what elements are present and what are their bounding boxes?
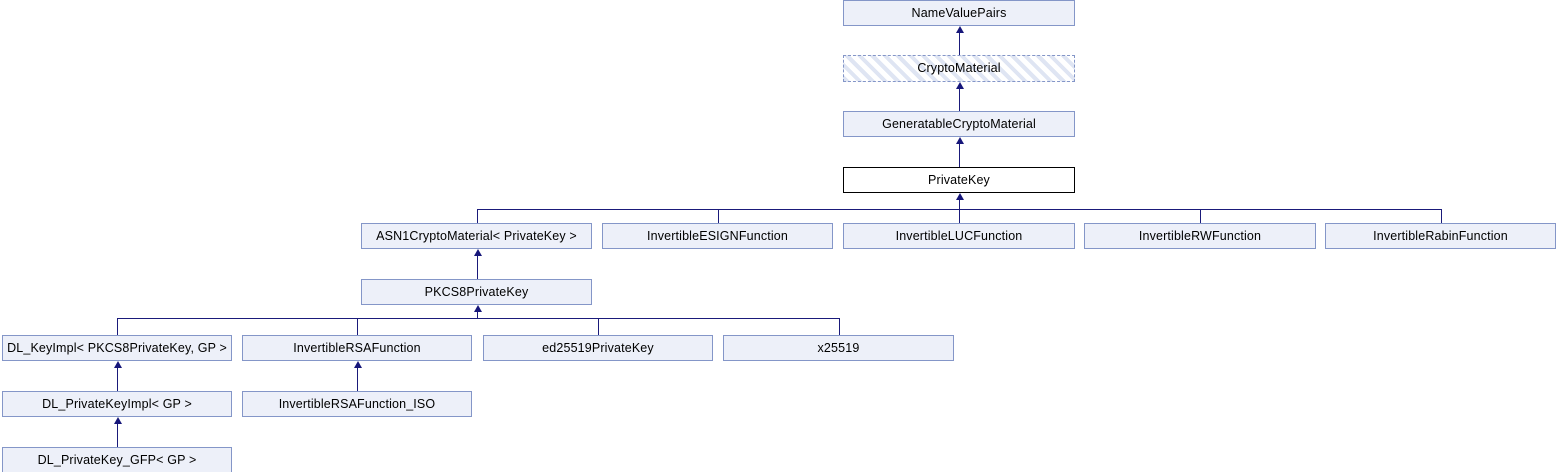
class-node-x25519[interactable]: x25519 xyxy=(723,335,954,361)
bus-pkcs8privatekey-stem xyxy=(477,312,478,318)
class-node-label: CryptoMaterial xyxy=(917,61,1001,76)
bus-privatekey-arrowhead-icon xyxy=(955,193,964,200)
class-node-ed25519privatekey[interactable]: ed25519PrivateKey xyxy=(483,335,713,361)
class-node-label: PKCS8PrivateKey xyxy=(424,284,529,299)
class-node-asn1cryptomaterial[interactable]: ASN1CryptoMaterial< PrivateKey > xyxy=(361,223,592,249)
arrowhead-cryptomaterial-to-namevaluepairs-icon xyxy=(955,26,964,33)
class-node-label: ed25519PrivateKey xyxy=(542,340,654,355)
edge-dl_privatekeyimpl-to-dl_keyimpl xyxy=(117,368,118,391)
arrowhead-invertiblersafunction_iso-to-invertiblersafunction-icon xyxy=(353,361,362,368)
class-node-invertiblelucfunction[interactable]: InvertibleLUCFunction xyxy=(843,223,1075,249)
edge-invertibleesignfunction-to-privatekey xyxy=(718,209,719,223)
arrowhead-dl_privatekeyimpl-to-dl_keyimpl-icon xyxy=(113,361,122,368)
bus-pkcs8privatekey-arrowhead-icon xyxy=(473,305,482,312)
class-node-privatekey[interactable]: PrivateKey xyxy=(843,167,1075,193)
class-node-label: DL_PrivateKey_GFP< GP > xyxy=(37,452,197,467)
class-node-label: DL_PrivateKeyImpl< GP > xyxy=(42,396,192,411)
class-node-dl_privatekey_gfp[interactable]: DL_PrivateKey_GFP< GP > xyxy=(2,447,232,472)
arrowhead-privatekey-to-generatablecryptomaterial-icon xyxy=(955,137,964,144)
arrowhead-pkcs8privatekey-to-asn1cryptomaterial-icon xyxy=(473,249,482,256)
class-node-label: InvertibleRabinFunction xyxy=(1373,228,1508,243)
edge-invertiblersafunction-to-pkcs8privatekey xyxy=(357,318,358,335)
edge-pkcs8privatekey-to-asn1cryptomaterial xyxy=(477,256,478,279)
edge-x25519-to-pkcs8privatekey xyxy=(839,318,840,335)
class-node-namevaluepairs[interactable]: NameValuePairs xyxy=(843,0,1075,26)
class-node-invertibleesignfunction[interactable]: InvertibleESIGNFunction xyxy=(602,223,833,249)
edge-invertiblerwfunction-to-privatekey xyxy=(1200,209,1201,223)
edge-dl_privatekey_gfp-to-dl_privatekeyimpl xyxy=(117,424,118,447)
edge-invertiblelucfunction-to-privatekey xyxy=(959,209,960,223)
class-node-label: InvertibleRSAFunction xyxy=(293,340,421,355)
class-node-invertiblersafunction[interactable]: InvertibleRSAFunction xyxy=(242,335,472,361)
edge-invertiblersafunction_iso-to-invertiblersafunction xyxy=(357,368,358,391)
class-node-label: x25519 xyxy=(817,340,860,355)
class-node-label: PrivateKey xyxy=(928,172,990,187)
edge-generatablecryptomaterial-to-cryptomaterial xyxy=(959,89,960,111)
class-node-label: InvertibleRSAFunction_ISO xyxy=(278,396,436,411)
edge-ed25519privatekey-to-pkcs8privatekey xyxy=(598,318,599,335)
class-node-label: InvertibleESIGNFunction xyxy=(646,228,788,243)
class-node-cryptomaterial[interactable]: CryptoMaterial xyxy=(843,55,1075,82)
class-node-label: GeneratableCryptoMaterial xyxy=(882,116,1036,131)
class-node-label: ASN1CryptoMaterial< PrivateKey > xyxy=(376,228,577,243)
edge-dl_keyimpl-to-pkcs8privatekey xyxy=(117,318,118,335)
class-node-dl_keyimpl[interactable]: DL_KeyImpl< PKCS8PrivateKey, GP > xyxy=(2,335,232,361)
class-node-label: DL_KeyImpl< PKCS8PrivateKey, GP > xyxy=(7,340,227,355)
edge-privatekey-to-generatablecryptomaterial xyxy=(959,144,960,167)
class-node-invertiblersafunction_iso[interactable]: InvertibleRSAFunction_ISO xyxy=(242,391,472,417)
bus-privatekey-stem xyxy=(959,200,960,209)
class-node-label: InvertibleLUCFunction xyxy=(895,228,1023,243)
arrowhead-dl_privatekey_gfp-to-dl_privatekeyimpl-icon xyxy=(113,417,122,424)
class-node-generatablecryptomaterial[interactable]: GeneratableCryptoMaterial xyxy=(843,111,1075,137)
arrowhead-generatablecryptomaterial-to-cryptomaterial-icon xyxy=(955,82,964,89)
class-node-invertiblerabinfunction[interactable]: InvertibleRabinFunction xyxy=(1325,223,1556,249)
class-node-label: NameValuePairs xyxy=(911,5,1007,20)
class-node-label: InvertibleRWFunction xyxy=(1138,228,1262,243)
edge-asn1cryptomaterial-to-privatekey xyxy=(477,209,478,223)
edge-cryptomaterial-to-namevaluepairs xyxy=(959,33,960,55)
class-node-dl_privatekeyimpl[interactable]: DL_PrivateKeyImpl< GP > xyxy=(2,391,232,417)
class-node-invertiblerwfunction[interactable]: InvertibleRWFunction xyxy=(1084,223,1316,249)
class-node-pkcs8privatekey[interactable]: PKCS8PrivateKey xyxy=(361,279,592,305)
bus-pkcs8privatekey-line xyxy=(117,318,839,319)
edge-invertiblerabinfunction-to-privatekey xyxy=(1441,209,1442,223)
